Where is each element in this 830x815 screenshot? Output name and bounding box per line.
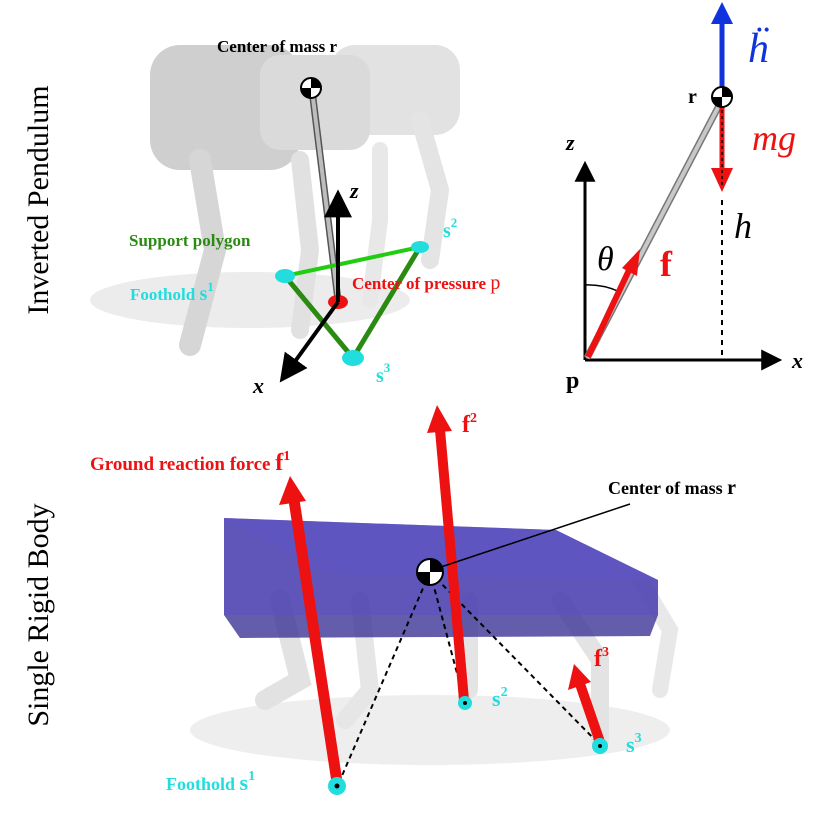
force-arrow-f2 [427, 405, 469, 701]
bottom-s2-label: s2 [492, 685, 508, 711]
support-polygon [283, 245, 423, 360]
center-of-pressure-label: Center of pressure p [352, 272, 500, 294]
pendulum-axis-z-label: z [565, 130, 575, 155]
com-leader-line [431, 503, 631, 571]
foothold-3-label: s3 [376, 360, 391, 387]
bottom-foothold-1-marker [328, 777, 346, 795]
force-arrow-f3 [568, 664, 605, 744]
rigid-body-box [224, 518, 658, 638]
local-axes-top [279, 189, 352, 383]
h-label: h [734, 206, 752, 246]
force-arrow-f1 [279, 476, 343, 783]
com-label-bottom: Center of mass r [608, 477, 736, 499]
bottom-foothold-label: Foothold s1 [166, 769, 255, 795]
section-title-single-rigid-body: Single Rigid Body [22, 503, 55, 726]
f2-label: f2 [462, 411, 477, 438]
grf-label: Ground reaction force f1 [90, 449, 290, 476]
com-label-top: Center of mass r [217, 37, 338, 56]
com-marker-top [300, 77, 322, 99]
foothold-2-marker [411, 241, 429, 253]
foothold-3-marker [342, 350, 364, 366]
support-polygon-label: Support polygon [129, 231, 251, 250]
top-axis-x-label: x [252, 373, 264, 398]
hddot-label: ḧ [748, 26, 769, 72]
pendulum-axis-x-label: x [791, 348, 803, 373]
force-f-label: f [660, 244, 673, 284]
mg-label: mg [752, 118, 796, 158]
section-title-inverted-pendulum: Inverted Pendulum [22, 85, 55, 314]
top-axis-z-label: z [349, 178, 359, 203]
foothold-2-label: s2 [443, 215, 457, 242]
foothold-1-marker [275, 269, 295, 283]
theta-label: θ [597, 241, 614, 278]
pendulum-diagram [574, 2, 783, 371]
f3-label: f3 [594, 645, 609, 672]
bottom-foothold-3-marker [592, 738, 608, 754]
pendulum-p-label: p [566, 368, 579, 394]
bottom-foothold-2-marker [458, 696, 472, 710]
foothold-1-label: Foothold s1 [130, 279, 214, 305]
bottom-s3-label: s3 [626, 731, 642, 757]
com-marker-bottom [416, 558, 444, 586]
pendulum-r-label: r [688, 86, 697, 108]
